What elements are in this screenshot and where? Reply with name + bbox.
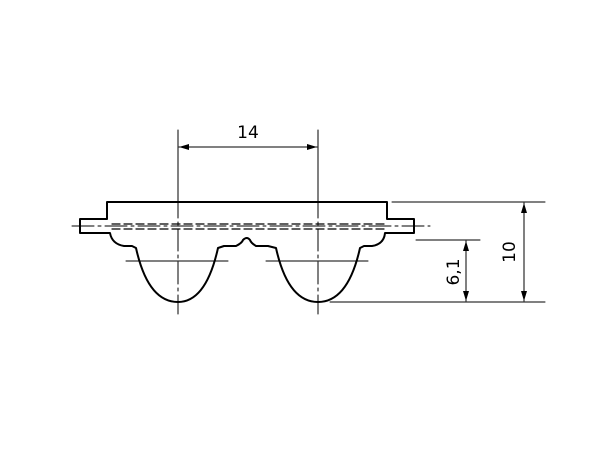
pitch-dimension-label: 14 <box>237 123 259 143</box>
belt-profile-outline <box>79 201 415 303</box>
tooth-height-dimension-label: 6,1 <box>444 258 464 285</box>
total-height-dimension-label: 10 <box>500 241 520 263</box>
